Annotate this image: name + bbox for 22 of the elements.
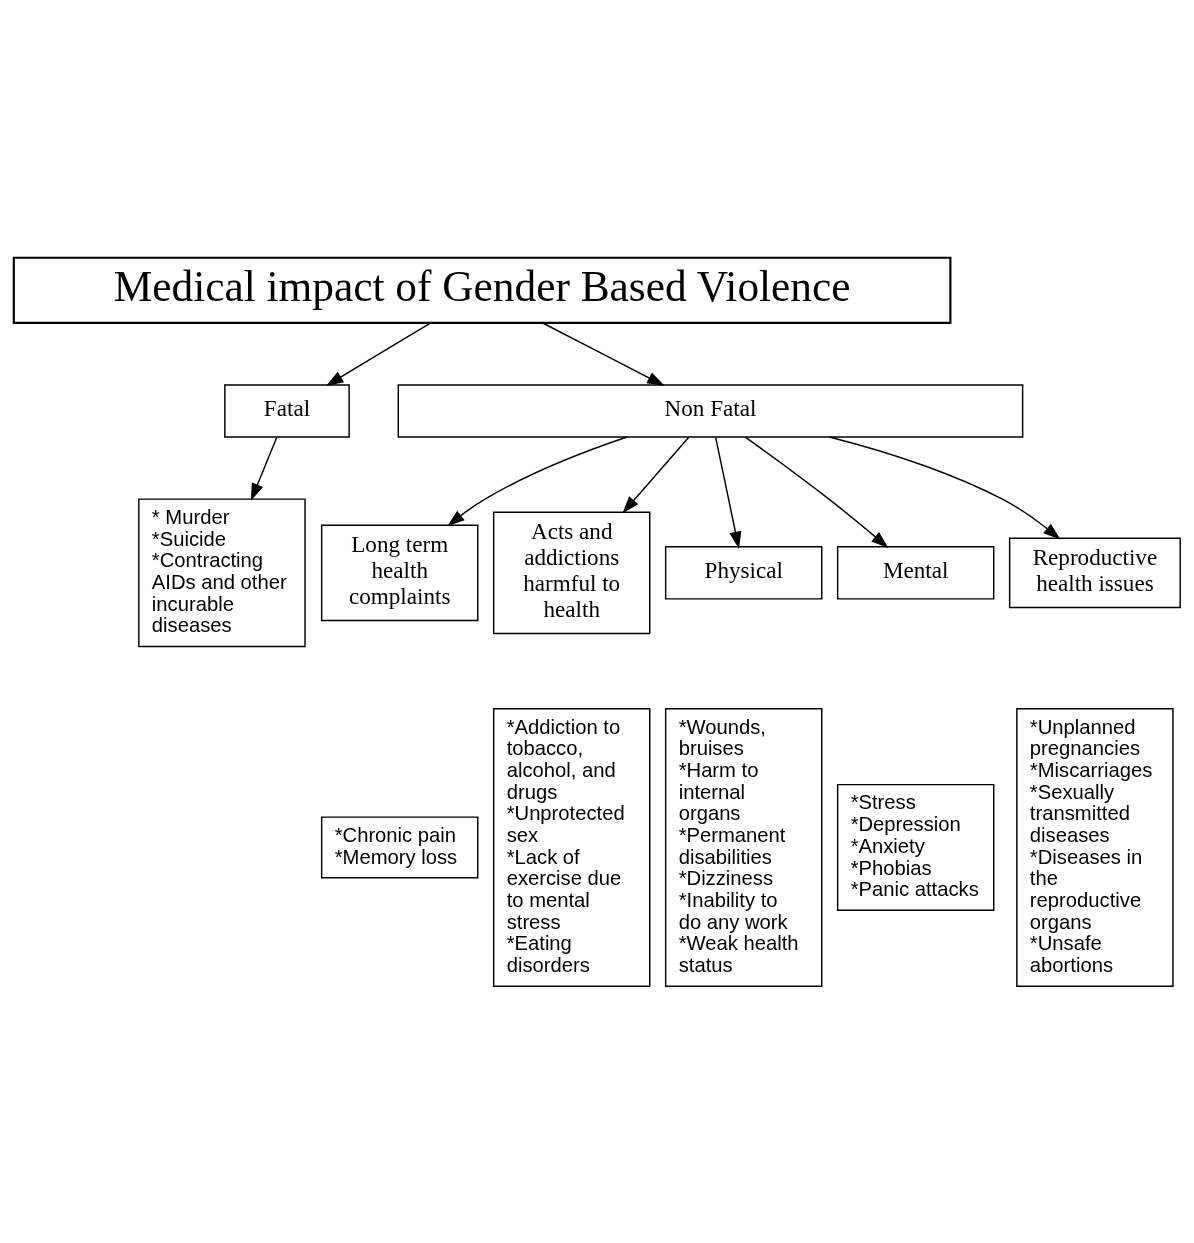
node-box: *Chronic pain *Memory loss [320, 815, 479, 879]
arrow [541, 321, 665, 386]
node-box: *Unplanned pregnancies *Miscarriages *Sexually transmitted diseases *Diseases in the reproductive organs *Unsafe abortions [1016, 707, 1174, 987]
arrow [326, 321, 432, 386]
node-box: Physical [664, 545, 823, 600]
node-box: *Stress *Depression *Anxiety *Phobias *Panic attacks [836, 783, 995, 911]
arrow [714, 436, 742, 549]
node-box: Medical impact of Gender Based Violence [12, 256, 952, 324]
node-box: *Wounds, bruises *Harm to internal organs *Permanent disabilities *Dizziness *Inability to do any work *Weak health status [664, 707, 823, 987]
node-box: Mental [836, 545, 995, 600]
node-box: Non Fatal [397, 383, 1024, 438]
node-box: Long term health complaints [320, 523, 479, 621]
node-box: Fatal [224, 383, 350, 438]
node-box: * Murder *Suicide *Contracting AIDs and other incurable diseases [138, 497, 306, 647]
arrow [828, 435, 1061, 539]
node-box: *Addiction to tobacco, alcohol, and drugs *Unprotected sex *Lack of exercise due to mental stress *Eating disorders [492, 707, 651, 987]
arrow [447, 435, 628, 526]
node-box: Acts and addictions harmful to health [492, 510, 651, 634]
arrow [622, 436, 690, 513]
arrow [744, 436, 889, 548]
arrow [250, 436, 278, 501]
node-box: Reproductive health issues [1008, 536, 1181, 608]
